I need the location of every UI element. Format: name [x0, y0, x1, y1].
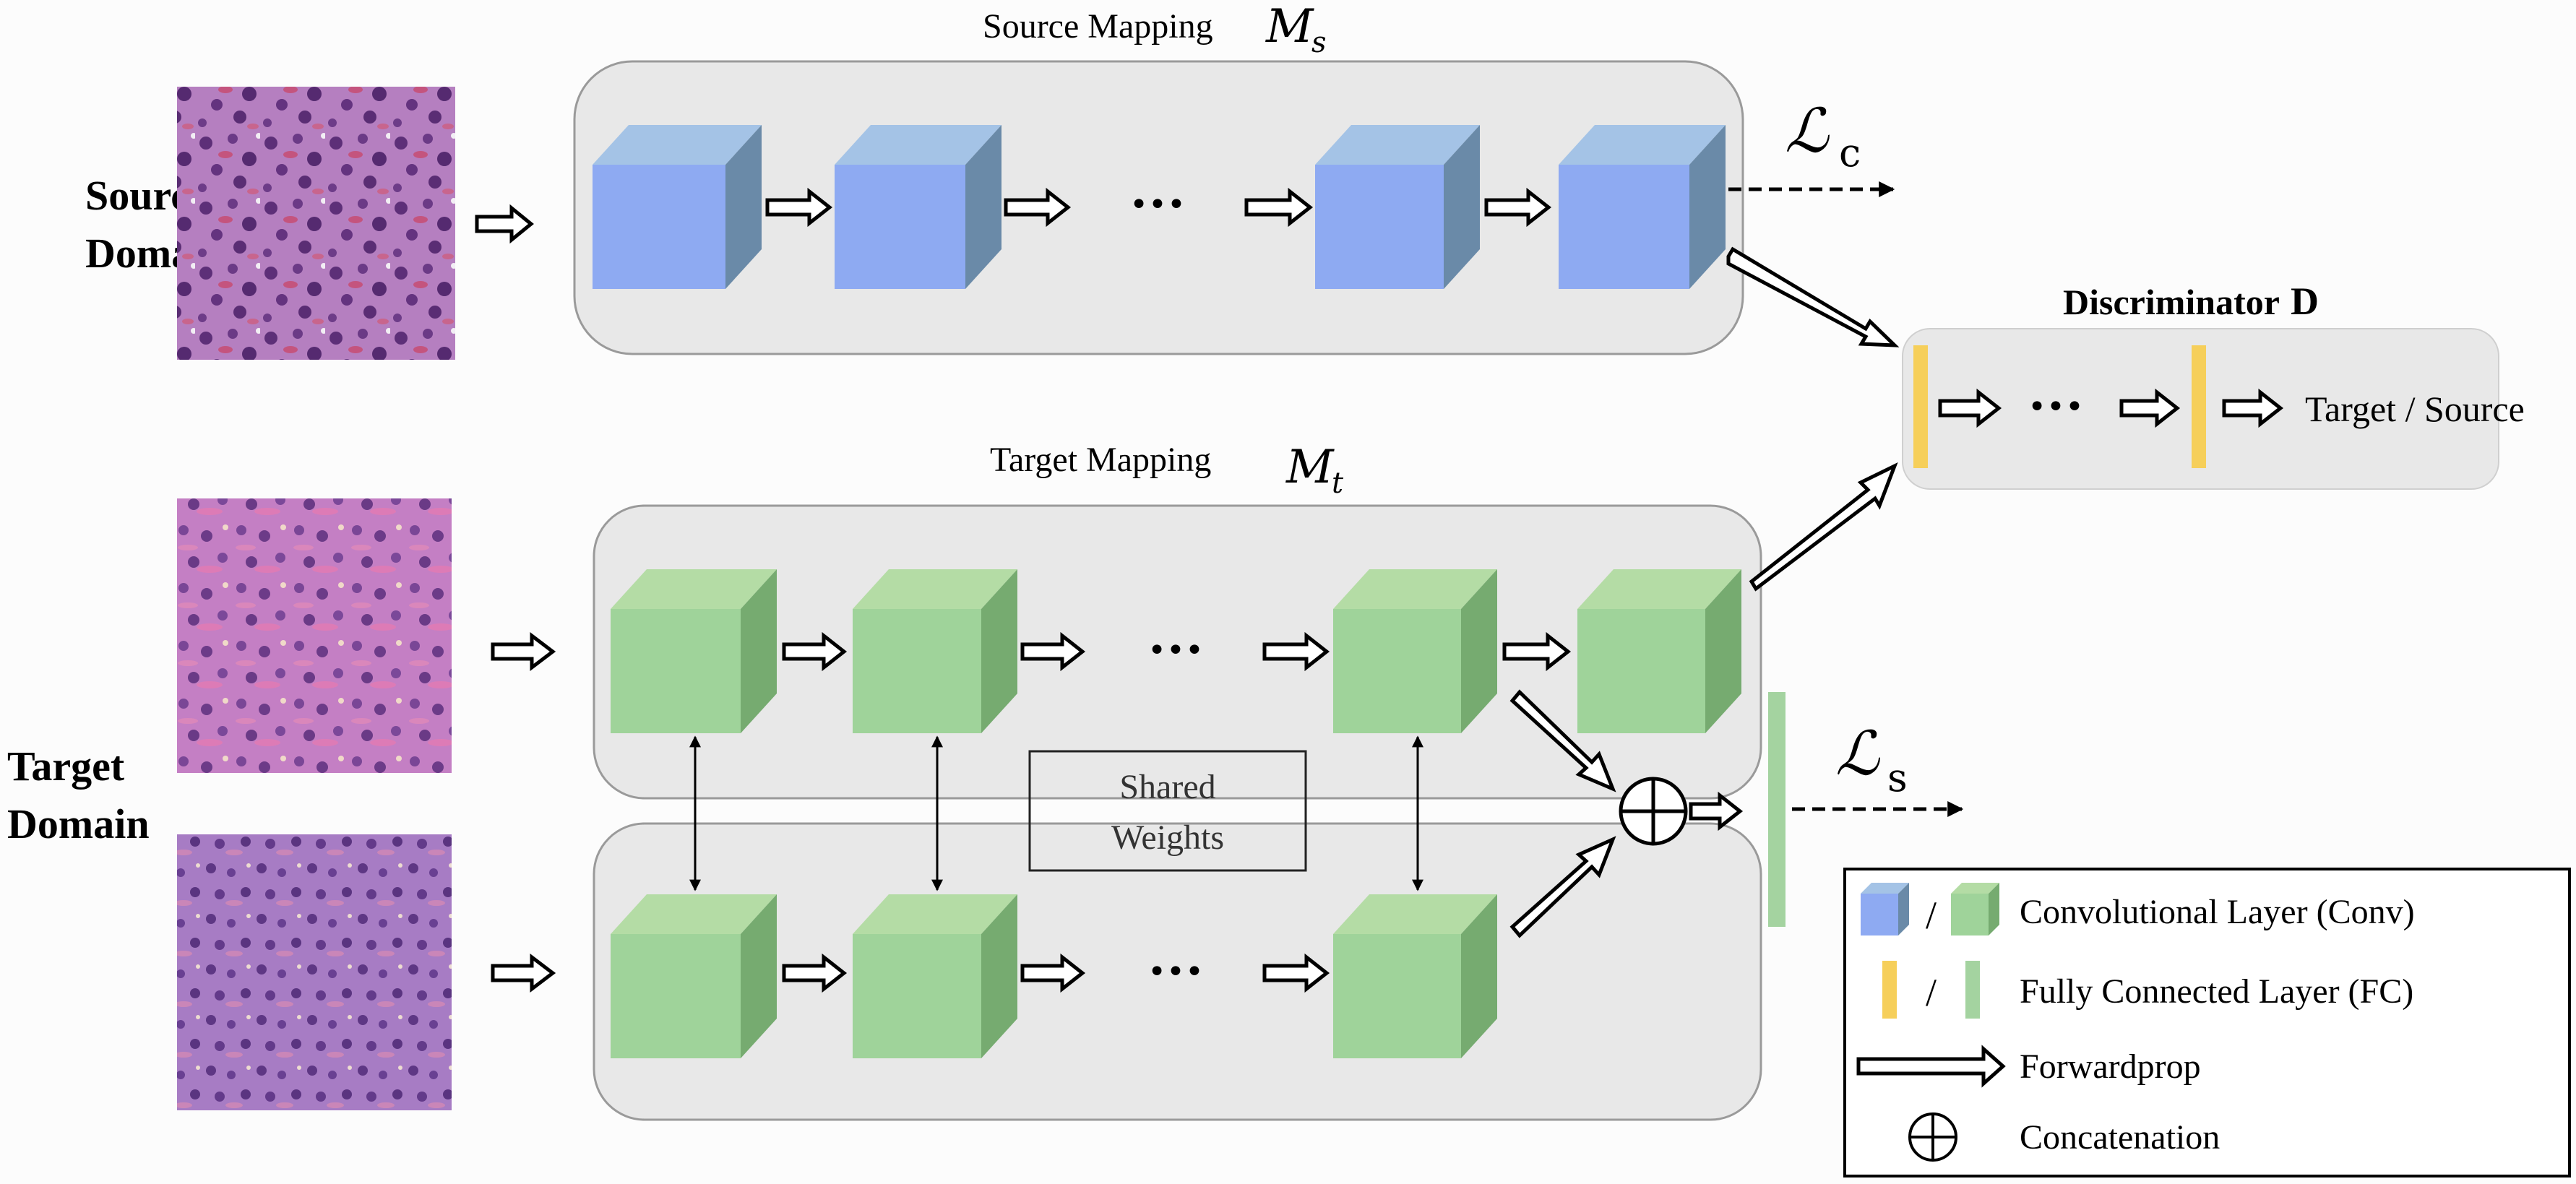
target-conv-cube-5	[611, 894, 777, 1058]
discriminator-output: Target / Source	[2305, 389, 2525, 429]
target-ellipsis-upper: •••	[1147, 632, 1204, 669]
target-tissue-image-2	[177, 834, 452, 1110]
discriminator-title: Discriminator	[2063, 282, 2280, 322]
shared-weights-label-1: Shared	[1119, 768, 1215, 806]
source-mapping-title: Source Mapping	[983, 7, 1213, 46]
source-layer-arrow-3	[1244, 187, 1314, 228]
discriminator-ellipsis: •••	[2028, 389, 2084, 425]
target-domain-label-1: Target	[7, 743, 125, 790]
concat-operator-icon	[1619, 777, 1688, 846]
classification-loss-symbol: ℒ	[1785, 95, 1830, 166]
source-conv-cube-1	[593, 125, 762, 289]
legend-concat-icon	[1908, 1112, 1957, 1162]
legend-concat-label: Concatenation	[2020, 1118, 2220, 1157]
target-input-arrow-2	[491, 953, 556, 993]
legend-fc-green	[1965, 961, 1980, 1019]
target-mapping-subscript: t	[1332, 467, 1344, 500]
target-to-discriminator-arrow	[1749, 462, 1898, 592]
source-ellipsis: •••	[1129, 186, 1186, 223]
target-layer-arrow-3	[1262, 631, 1330, 672]
target-input-arrow-1	[491, 631, 556, 672]
discriminator-arrow-2	[2119, 388, 2181, 428]
discriminator-arrow-3	[2222, 388, 2284, 428]
source-loss-subscript: s	[1887, 755, 1908, 800]
classification-loss-subscript: c	[1839, 130, 1861, 176]
legend-conv-green-cube	[1951, 883, 1999, 935]
discriminator-fc-2	[2192, 345, 2206, 468]
source-input-arrow	[475, 204, 534, 244]
target-conv-cube-4	[1577, 569, 1741, 733]
source-layer-arrow-1	[765, 187, 833, 228]
source-tissue-image	[177, 87, 455, 360]
discriminator-fc-1	[1913, 345, 1928, 468]
discriminator-arrow-1	[1938, 388, 2002, 428]
legend-fc-yellow	[1882, 961, 1897, 1019]
source-conv-cube-2	[835, 125, 1001, 289]
target-layer-arrow-5	[782, 953, 848, 993]
target-mapping-title: Target Mapping	[990, 441, 1211, 479]
legend-forward-label: Forwardprop	[2020, 1047, 2201, 1086]
target-layer-arrow-4	[1502, 631, 1572, 672]
source-layer-arrow-4	[1484, 187, 1552, 228]
source-conv-cube-4	[1559, 125, 1726, 289]
concat-arrow-upper	[1509, 689, 1616, 792]
target-layer-arrow-7	[1262, 953, 1330, 993]
discriminator-symbol: D	[2291, 280, 2319, 323]
shared-weights-label-2: Weights	[1111, 818, 1224, 857]
concat-to-fc-arrow	[1689, 791, 1744, 831]
source-mapping-subscript: s	[1311, 26, 1327, 59]
target-fc-layer	[1768, 692, 1785, 927]
legend-forward-arrow-icon	[1856, 1045, 2006, 1088]
source-to-discriminator-arrow	[1726, 246, 1900, 347]
target-tissue-image-1	[177, 498, 452, 773]
target-domain-label-2: Domain	[7, 800, 150, 847]
legend-fc-label: Fully Connected Layer (FC)	[2020, 972, 2413, 1011]
legend-conv-label: Convolutional Layer (Conv)	[2020, 893, 2415, 931]
target-layer-arrow-2	[1020, 631, 1086, 672]
source-layer-arrow-2	[1004, 187, 1072, 228]
source-conv-cube-3	[1315, 125, 1480, 289]
concat-arrow-lower	[1509, 836, 1616, 938]
target-conv-cube-1	[611, 569, 777, 733]
source-mapping-symbol: M	[1265, 0, 1314, 53]
legend-conv-blue-cube	[1861, 883, 1909, 935]
target-mapping-symbol: M	[1285, 441, 1335, 494]
target-conv-cube-7	[1333, 894, 1497, 1058]
source-loss-symbol: ℒ	[1835, 718, 1880, 789]
target-layer-arrow-1	[782, 631, 848, 672]
legend-conv-slash: /	[1926, 894, 1937, 937]
target-ellipsis-lower: •••	[1147, 954, 1204, 990]
target-conv-cube-3	[1333, 569, 1497, 733]
target-conv-cube-2	[853, 569, 1017, 733]
shared-weights-box	[1028, 750, 1307, 872]
target-layer-arrow-6	[1020, 953, 1086, 993]
legend-fc-slash: /	[1926, 971, 1937, 1014]
target-conv-cube-6	[853, 894, 1017, 1058]
